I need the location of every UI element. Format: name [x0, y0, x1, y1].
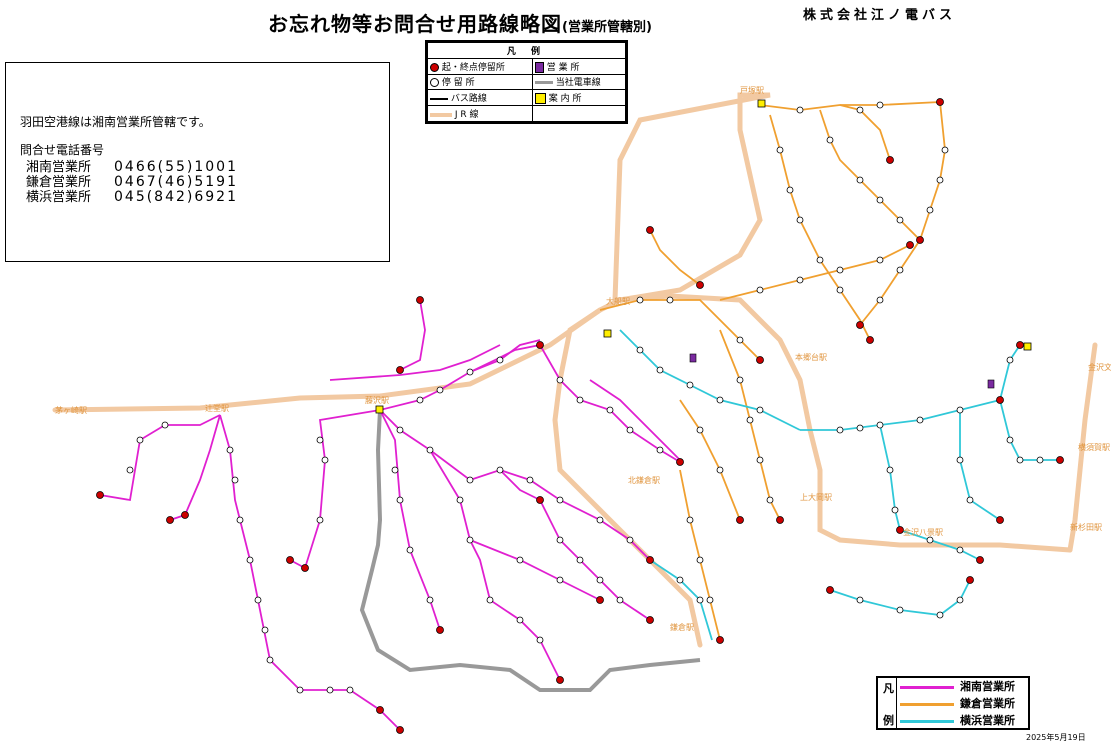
- jr-lines: [52, 92, 1098, 648]
- office-legend-row: 湘南営業所: [900, 679, 1015, 695]
- office-row: 鎌倉営業所 0467(46)5191: [26, 171, 238, 190]
- station-label-chigasaki: 茅ヶ崎駅: [55, 405, 87, 415]
- jr-line-icon: [430, 112, 452, 117]
- office-legend-side: 凡 例: [878, 678, 897, 728]
- legend-side-top: 凡: [883, 682, 894, 695]
- station-label-kanazawa-hakkei: 金沢八景駅: [903, 527, 943, 537]
- terminal-stops: [96, 98, 1064, 734]
- legend-label: 営 業 所: [546, 62, 580, 73]
- office-legend-row: 鎌倉営業所: [900, 696, 1015, 712]
- station-label-totsuka: 戸塚駅: [740, 86, 764, 95]
- legend-label: バス路線: [450, 94, 487, 105]
- contact-title: 問合せ電話番号: [20, 143, 105, 157]
- map-legend: 凡 例 起・終点停留所 営 業 所 停 留 所 当社電車線 バス路線 案 内 所…: [425, 40, 628, 124]
- station-label-tsujido: 辻堂駅: [205, 403, 229, 413]
- station-labels: 戸塚駅 大船駅 藤沢駅 辻堂駅 茅ヶ崎駅 鎌倉駅 北鎌倉駅 金沢八景駅 金沢文庫…: [55, 86, 1111, 632]
- bus-stops: [126, 101, 1044, 694]
- legend-label: 案 内 所: [548, 94, 582, 105]
- station-label-hongodai: 本郷台駅: [795, 352, 827, 362]
- station-label-kanazawa-bunko: 金沢文庫駅: [1088, 362, 1111, 372]
- enoden-line: [359, 409, 701, 692]
- haneda-note: 羽田空港線は湘南営業所管轄です。: [20, 115, 211, 129]
- red-circle-icon: [430, 62, 439, 72]
- station-label-ofuna: 大船駅: [606, 296, 630, 306]
- station-label-kamakura: 鎌倉駅: [670, 622, 694, 632]
- office-phone: 0467(46)5191: [114, 174, 238, 190]
- office-icon: [534, 61, 544, 73]
- office-legend-label: 湘南営業所: [960, 680, 1015, 693]
- office-name: 横浜営業所: [26, 190, 92, 205]
- contact-info-box: 羽田空港線は湘南営業所管轄です。 問合せ電話番号 湘南営業所 0466(55)10…: [5, 62, 390, 262]
- legend-side-bottom: 例: [883, 714, 894, 727]
- map-subtitle: (営業所管轄別): [562, 20, 652, 35]
- office-row: 横浜営業所 045(842)6921: [26, 186, 238, 205]
- office-phone: 045(842)6921: [114, 189, 238, 205]
- legend-label: 起・終点停留所: [441, 62, 505, 73]
- revision-date: 2025年5月19日: [1026, 733, 1086, 742]
- station-label-kamiooka: 上大岡駅: [800, 492, 832, 502]
- office-legend-label: 鎌倉営業所: [960, 697, 1015, 710]
- legend-label: J R 線: [454, 110, 479, 121]
- legend-label: 停 留 所: [441, 78, 475, 89]
- office-legend: 凡 例 湘南営業所 鎌倉営業所 横浜営業所: [876, 676, 1030, 730]
- black-line-icon: [430, 97, 448, 100]
- station-label-yokosuka: 横須賀駅: [1078, 442, 1110, 452]
- office-row: 湘南営業所 0466(55)1001: [26, 156, 238, 175]
- station-label-fujisawa: 藤沢駅: [365, 395, 389, 405]
- open-circle-icon: [430, 78, 439, 88]
- offices: [689, 353, 995, 389]
- yokohama-swatch-icon: [900, 719, 954, 723]
- yellow-square-icon: [534, 93, 546, 105]
- office-phone: 0466(55)1001: [114, 159, 238, 175]
- map-title-text: お忘れ物等お問合せ用路線略図: [268, 12, 562, 36]
- station-label-kitakamakura: 北鎌倉駅: [628, 475, 660, 485]
- map-title: お忘れ物等お問合せ用路線略図(営業所管轄別): [268, 8, 652, 37]
- office-name: 鎌倉営業所: [26, 175, 92, 190]
- office-legend-row: 横浜営業所: [900, 713, 1015, 729]
- station-label-shinsugita: 新杉田駅: [1070, 522, 1102, 532]
- legend-header: 凡 例: [427, 42, 626, 59]
- kamakura-swatch-icon: [900, 702, 954, 706]
- gray-line-icon: [534, 81, 553, 85]
- legend-label: 当社電車線: [555, 78, 601, 89]
- office-legend-label: 横浜営業所: [960, 714, 1015, 727]
- shonan-swatch-icon: [900, 685, 954, 689]
- office-name: 湘南営業所: [26, 160, 92, 175]
- info-centers: [375, 99, 1032, 414]
- company-name: 株式会社江ノ電バス: [803, 8, 957, 23]
